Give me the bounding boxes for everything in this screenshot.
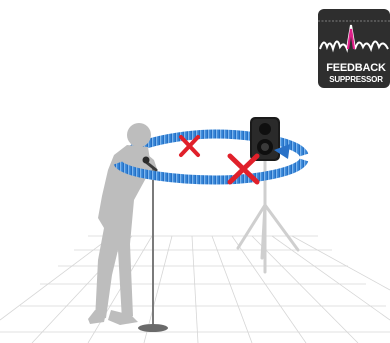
badge-subtitle: SUPPRESSOR (318, 75, 390, 84)
feedback-suppressor-badge: FEEDBACK SUPPRESSOR (318, 9, 390, 88)
floor-grid (0, 236, 390, 343)
badge-title: FEEDBACK (318, 62, 390, 74)
speaker-icon (250, 117, 280, 161)
performer-silhouette (88, 123, 158, 325)
